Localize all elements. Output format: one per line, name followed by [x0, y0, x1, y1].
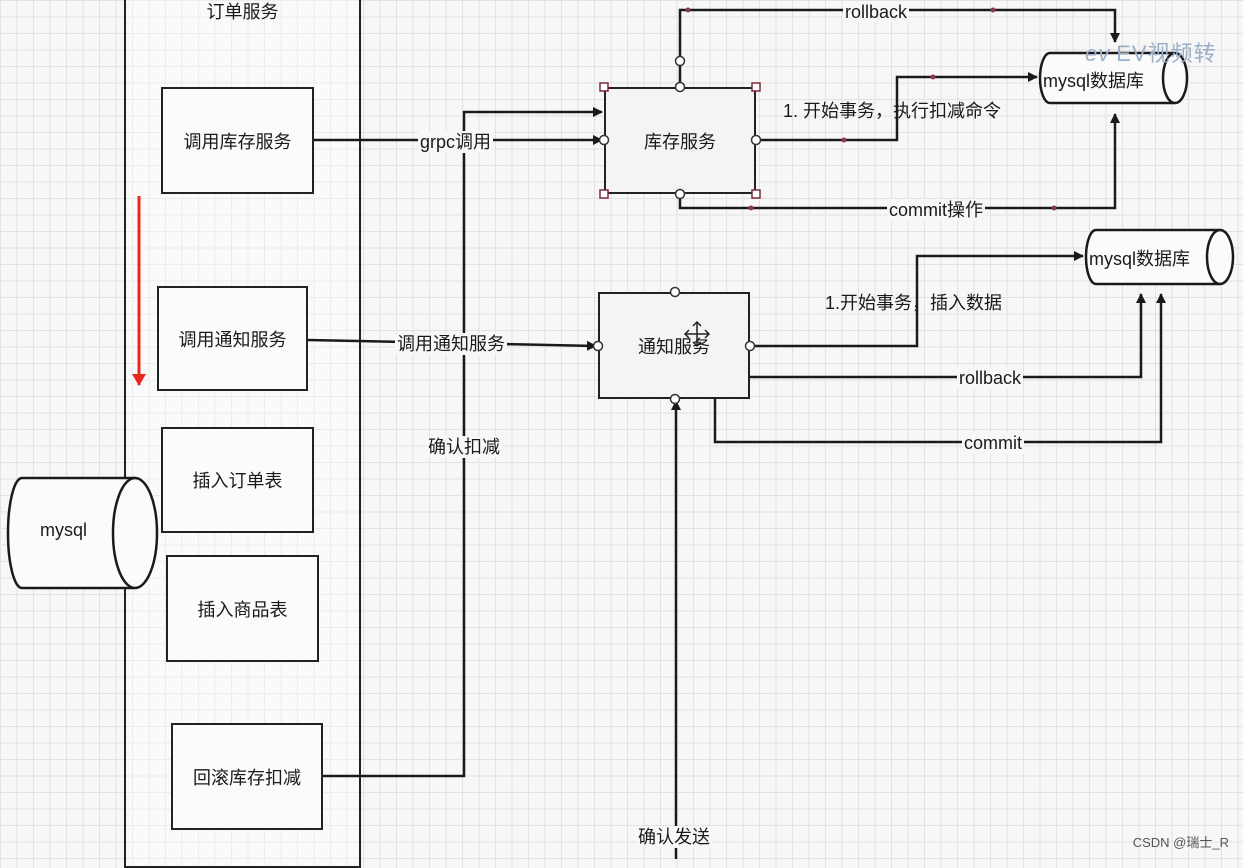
label-inventory-rollback: rollback — [843, 1, 910, 23]
label-notify-commit: commit — [962, 432, 1024, 454]
label-notify-rollback: rollback — [957, 367, 1024, 389]
connection-points — [592, 55, 762, 405]
lane-title: 订单服务 — [206, 2, 279, 22]
step-call-notify[interactable]: 调用通知服务 — [157, 286, 308, 391]
move-cursor-icon — [683, 320, 711, 348]
notify-db-cylinder — [1084, 228, 1235, 286]
inventory-db-label: mysql数据库 — [1043, 71, 1145, 91]
step-call-inventory[interactable]: 调用库存服务 — [161, 87, 314, 194]
edge-notify-commit — [713, 293, 1166, 444]
edge-waypoints — [685, 7, 1057, 211]
order-mysql-cylinder — [6, 476, 159, 590]
edge-notify-begin — [750, 251, 1084, 348]
csdn-credit: CSDN @瑞士_R — [1132, 835, 1229, 850]
label-inventory-commit: commit操作 — [887, 199, 985, 221]
edge-notify-rollback — [750, 293, 1146, 379]
label-confirm-deduct: 确认扣减 — [426, 436, 502, 458]
selection-handles — [599, 82, 761, 199]
label-notify-begin: 1.开始事务，插入数据 — [825, 293, 1003, 313]
label-grpc-call: grpc调用 — [418, 131, 494, 153]
label-inventory-begin: 1. 开始事务，执行扣减命令 — [783, 101, 1002, 121]
edge-inventory-begin — [756, 72, 1038, 142]
inventory-db-cylinder — [1038, 51, 1189, 105]
watermark-text: EV视频转 — [1116, 41, 1217, 66]
step-rollback-inventory[interactable]: 回滚库存扣减 — [171, 723, 323, 830]
step-insert-order[interactable]: 插入订单表 — [161, 427, 314, 533]
watermark-logo: ev — [1085, 41, 1111, 66]
order-mysql-label: mysql — [40, 520, 88, 540]
step-insert-product[interactable]: 插入商品表 — [166, 555, 319, 662]
notify-db-label: mysql数据库 — [1089, 249, 1191, 269]
label-confirm-send: 确认发送 — [636, 826, 712, 848]
label-call-notify: 调用通知服务 — [395, 333, 507, 355]
